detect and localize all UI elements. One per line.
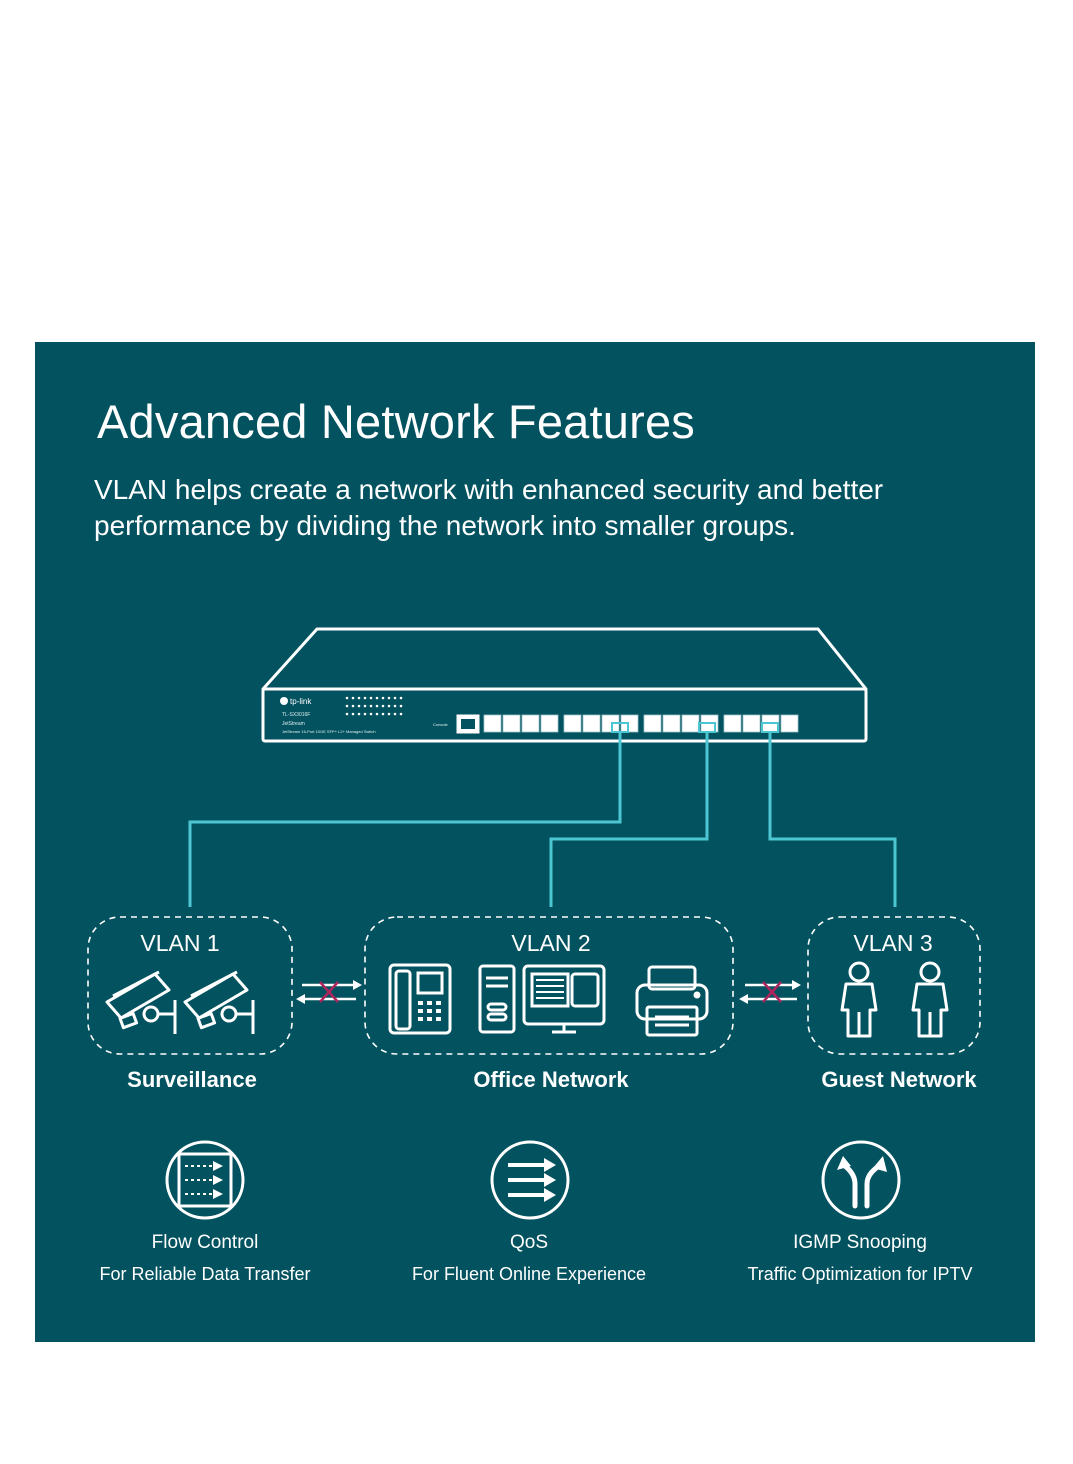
feature-panel: tp-link TL-SX3016F JetStream JetStream 1… xyxy=(35,342,1035,1342)
status-led xyxy=(357,712,361,716)
qos-icon xyxy=(490,1140,570,1220)
status-led xyxy=(351,704,355,708)
switch-front-panel: tp-link TL-SX3016F JetStream JetStream 1… xyxy=(280,696,799,734)
page-subtitle: VLAN helps create a network with enhance… xyxy=(94,474,884,541)
status-led xyxy=(375,696,379,700)
status-led xyxy=(399,704,403,708)
camera-icon xyxy=(105,970,177,1034)
status-led xyxy=(381,704,385,708)
blocked-arrows-icon xyxy=(739,980,801,1004)
person-icon xyxy=(911,961,949,1038)
console-label: Console xyxy=(433,722,448,727)
status-led xyxy=(345,696,349,700)
vlan3-label: VLAN 3 xyxy=(853,930,933,956)
status-led xyxy=(363,712,367,716)
switch-series: JetStream xyxy=(282,721,305,727)
status-led xyxy=(375,704,379,708)
sfp-port xyxy=(742,714,761,733)
feature-flow-control-desc: For Reliable Data Transfer xyxy=(99,1264,311,1284)
status-led xyxy=(393,704,397,708)
sfp-port xyxy=(582,714,601,733)
sfp-port xyxy=(563,714,582,733)
tp-link-logo-icon xyxy=(280,697,288,705)
status-led xyxy=(369,712,373,716)
status-led xyxy=(369,704,373,708)
vlan2-group-label: Office Network xyxy=(473,1067,629,1092)
vlan1-link xyxy=(188,731,622,907)
vlan2-box xyxy=(364,916,734,1055)
status-leds xyxy=(345,696,403,716)
status-led xyxy=(387,712,391,716)
printer-icon xyxy=(635,965,709,1037)
feature-igmp-name: IGMP Snooping xyxy=(793,1232,927,1253)
status-led xyxy=(345,704,349,708)
sfp-port xyxy=(483,714,502,733)
status-led xyxy=(369,696,373,700)
status-led xyxy=(381,712,385,716)
sfp-port xyxy=(681,714,700,733)
vlan1-box xyxy=(87,916,293,1055)
vlan3-box xyxy=(807,916,981,1055)
status-led xyxy=(357,696,361,700)
camera-icon xyxy=(183,970,255,1034)
vlan-links xyxy=(188,722,897,907)
flow-control-icon xyxy=(165,1140,245,1220)
feature-qos-name: QoS xyxy=(509,1232,549,1253)
status-led xyxy=(381,696,385,700)
feature-flow-control-name: Flow Control xyxy=(151,1232,259,1253)
status-led xyxy=(357,704,361,708)
status-led xyxy=(351,696,355,700)
switch-model: TL-SX3016F xyxy=(282,712,310,718)
sfp-ports xyxy=(483,714,799,733)
sfp-port xyxy=(780,714,799,733)
status-led xyxy=(351,712,355,716)
sfp-port xyxy=(502,714,521,733)
person-icon xyxy=(840,961,878,1038)
status-led xyxy=(363,704,367,708)
switch-description: JetStream 16-Port 10GE SFP+ L2+ Managed … xyxy=(282,729,376,734)
network-diagram: tp-link TL-SX3016F JetStream JetStream 1… xyxy=(87,627,981,1220)
status-led xyxy=(393,712,397,716)
status-led xyxy=(393,696,397,700)
vlan1-label: VLAN 1 xyxy=(140,930,220,956)
sfp-port xyxy=(662,714,681,733)
page-title: Advanced Network Features xyxy=(97,395,696,448)
status-led xyxy=(363,696,367,700)
switch-brand: tp-link xyxy=(290,697,312,706)
status-led xyxy=(399,696,403,700)
status-led xyxy=(387,696,391,700)
sfp-port xyxy=(540,714,559,733)
vlan1-group-label: Surveillance xyxy=(127,1067,257,1092)
status-led xyxy=(399,712,403,716)
status-led xyxy=(375,712,379,716)
feature-qos-desc: For Fluent Online Experience xyxy=(411,1264,647,1284)
status-led xyxy=(345,712,349,716)
vlan2-link xyxy=(549,731,709,907)
vlan2-label: VLAN 2 xyxy=(511,930,591,956)
feature-igmp-desc: Traffic Optimization for IPTV xyxy=(747,1264,973,1284)
sfp-port xyxy=(521,714,540,733)
ip-phone-icon xyxy=(388,963,452,1035)
blocked-arrows-icon xyxy=(296,980,362,1004)
vlan3-link xyxy=(768,731,897,907)
vlan-boxes xyxy=(87,916,981,1055)
vlan3-group-label: Guest Network xyxy=(821,1067,977,1092)
sfp-port xyxy=(723,714,742,733)
sfp-port xyxy=(643,714,662,733)
status-led xyxy=(387,704,391,708)
desktop-computer-icon xyxy=(478,964,606,1034)
network-switch xyxy=(261,627,868,743)
igmp-snooping-icon xyxy=(821,1140,901,1220)
